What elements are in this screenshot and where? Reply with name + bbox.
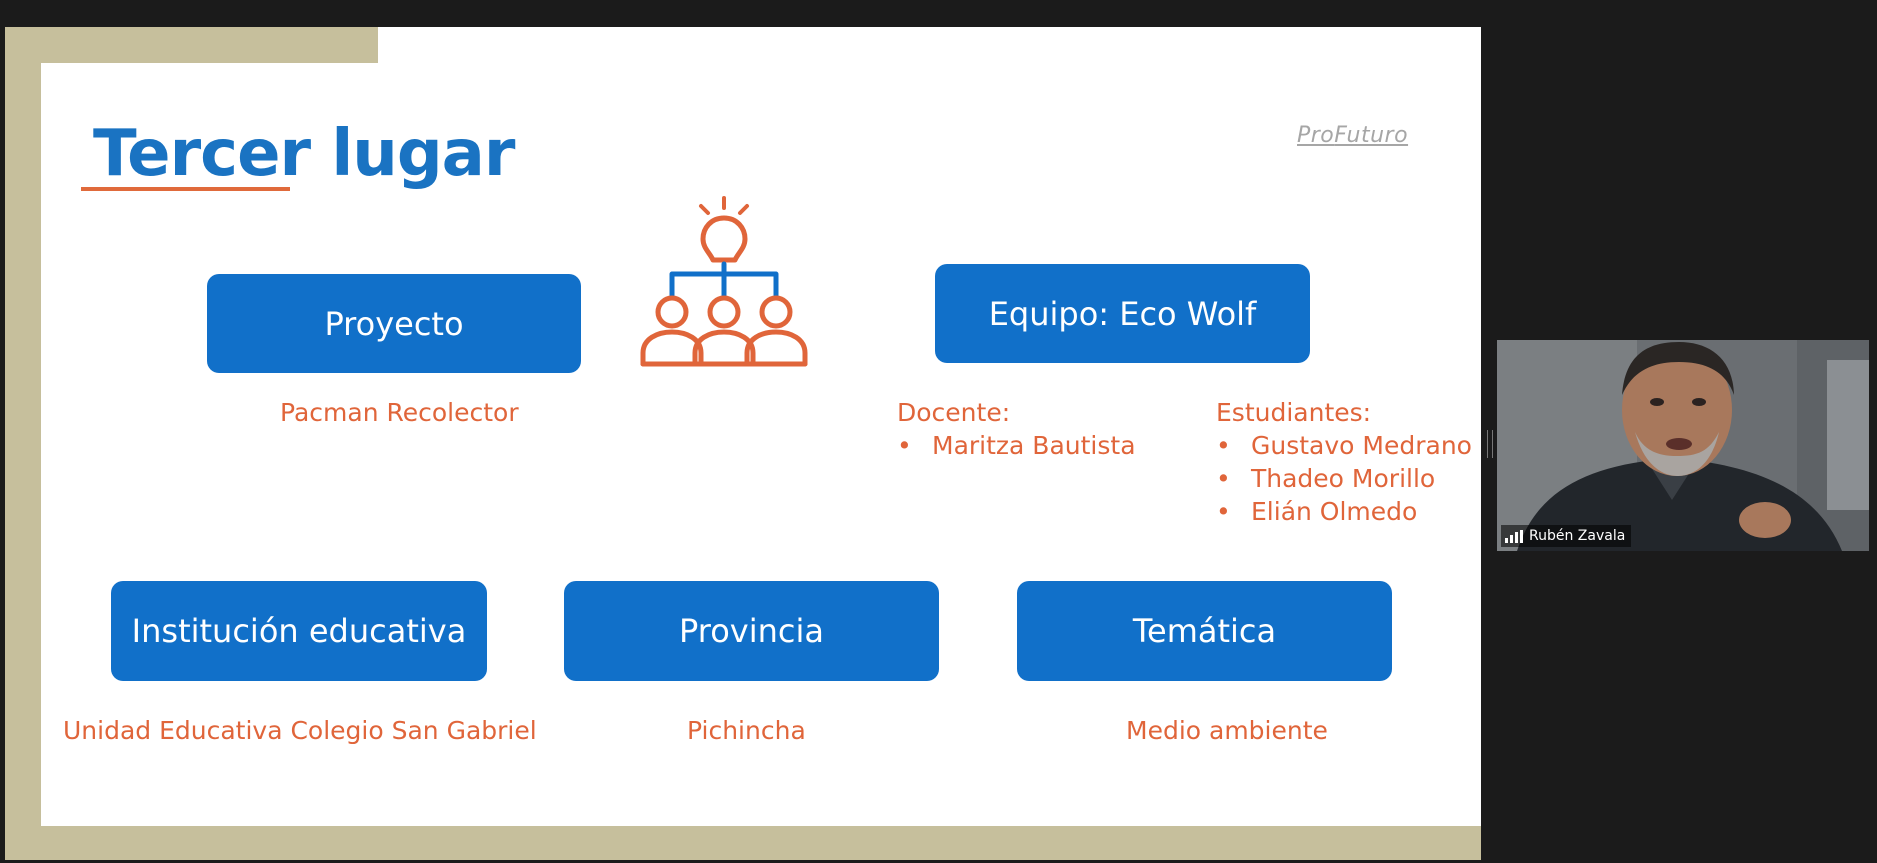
brand-logo-part1: Pro <box>1297 123 1335 148</box>
brand-logo: ProFuturo <box>1297 123 1408 148</box>
provincia-value: Pichincha <box>687 716 806 745</box>
slide-title: Tercer lugar <box>93 117 515 191</box>
institucion-label: Institución educativa <box>111 581 487 681</box>
panel-resize-handle[interactable] <box>1487 430 1493 458</box>
proyecto-label: Proyecto <box>207 274 581 373</box>
estudiante-item: Gustavo Medrano <box>1216 429 1472 462</box>
docente-block: Docente: Maritza Bautista <box>897 396 1136 462</box>
shared-screen: Tercer lugar ProFuturo Proyecto Pacman R… <box>5 27 1481 860</box>
estudiantes-heading: Estudiantes: <box>1216 398 1372 427</box>
institucion-value: Unidad Educativa Colegio San Gabriel <box>63 716 537 745</box>
tematica-label: Temática <box>1017 581 1392 681</box>
participant-video-feed <box>1497 340 1869 551</box>
estudiante-item: Elián Olmedo <box>1216 495 1472 528</box>
docente-item: Maritza Bautista <box>897 429 1136 462</box>
team-idea-icon <box>640 196 808 367</box>
docente-heading: Docente: <box>897 398 1011 427</box>
estudiante-item: Thadeo Morillo <box>1216 462 1472 495</box>
equipo-label: Equipo: Eco Wolf <box>935 264 1310 363</box>
tematica-value: Medio ambiente <box>1126 716 1328 745</box>
brand-logo-part2: Futuro <box>1334 123 1409 148</box>
provincia-label: Provincia <box>564 581 939 681</box>
slide-top-strip <box>378 27 1481 63</box>
slide: Tercer lugar ProFuturo Proyecto Pacman R… <box>41 63 1481 826</box>
participant-name-label: Rubén Zavala <box>1501 525 1632 547</box>
estudiantes-block: Estudiantes: Gustavo Medrano Thadeo Mori… <box>1216 396 1472 528</box>
participant-video-tile[interactable]: Rubén Zavala <box>1497 340 1869 551</box>
title-underline <box>81 187 290 191</box>
signal-bars-icon <box>1505 529 1523 543</box>
proyecto-value: Pacman Recolector <box>280 398 519 427</box>
participant-name: Rubén Zavala <box>1529 528 1626 544</box>
